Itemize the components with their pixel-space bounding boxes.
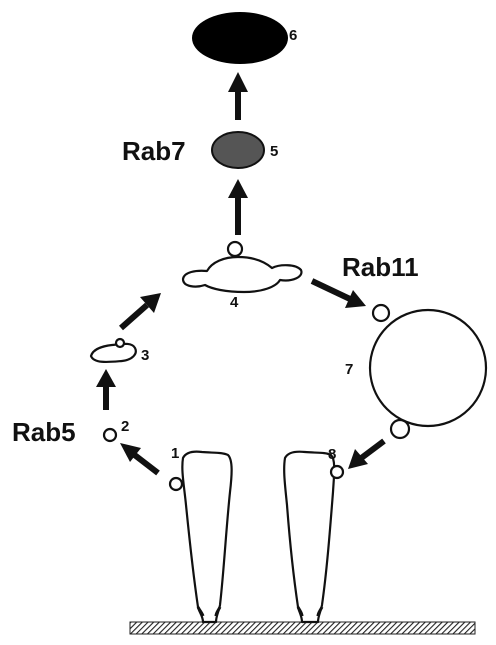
label-step-4: 4 (230, 294, 239, 311)
recycling-endosome (368, 308, 488, 428)
right-cell-protrusion (283, 450, 336, 624)
label-step-1: 1 (171, 445, 179, 462)
right-junction-mark (296, 606, 324, 617)
label-rab5: Rab5 (12, 417, 76, 447)
arrow-head-step7-to-step8 (348, 449, 368, 469)
label-rab7: Rab7 (122, 136, 186, 166)
arrow-head-step4-to-step7 (345, 290, 366, 308)
label-step-7: 7 (345, 361, 353, 378)
label-step-2: 2 (121, 418, 129, 435)
early-vesicle (102, 427, 118, 443)
arrow-head-step3-to-step4 (140, 293, 161, 313)
plasma-membrane (129, 621, 476, 635)
arrow-step7-to-step8 (358, 438, 386, 462)
recycling-endosome-bud-top (371, 303, 391, 323)
lysosome (192, 12, 288, 64)
arrow-head-step2-to-step3 (96, 369, 116, 387)
label-step-6: 6 (289, 27, 297, 44)
arrow-head-step4-to-step5 (228, 179, 248, 198)
label-step-8: 8 (328, 446, 336, 463)
label-step-3: 3 (141, 347, 149, 364)
left-budding-vesicle (168, 476, 184, 492)
recycling-endosome-bud-bottom (389, 418, 411, 440)
arrow-head-step1-to-step2 (120, 443, 141, 462)
arrow-step3-to-step4 (119, 302, 149, 331)
late-endosome (211, 131, 265, 169)
arrow-step4-to-step7 (310, 278, 352, 302)
early-endosome-bud (114, 337, 126, 349)
label-step-5: 5 (270, 143, 278, 160)
left-cell-protrusion (181, 450, 233, 624)
label-rab11: Rab11 (342, 252, 419, 282)
early-endosome-small (89, 342, 137, 364)
sorting-endosome-bud (226, 240, 244, 258)
arrow-step1-to-step2 (130, 450, 160, 476)
right-fusing-vesicle (329, 464, 345, 480)
sorting-endosome (181, 255, 303, 294)
left-junction-mark (196, 606, 222, 617)
arrow-head-step5-to-step6 (228, 72, 248, 92)
